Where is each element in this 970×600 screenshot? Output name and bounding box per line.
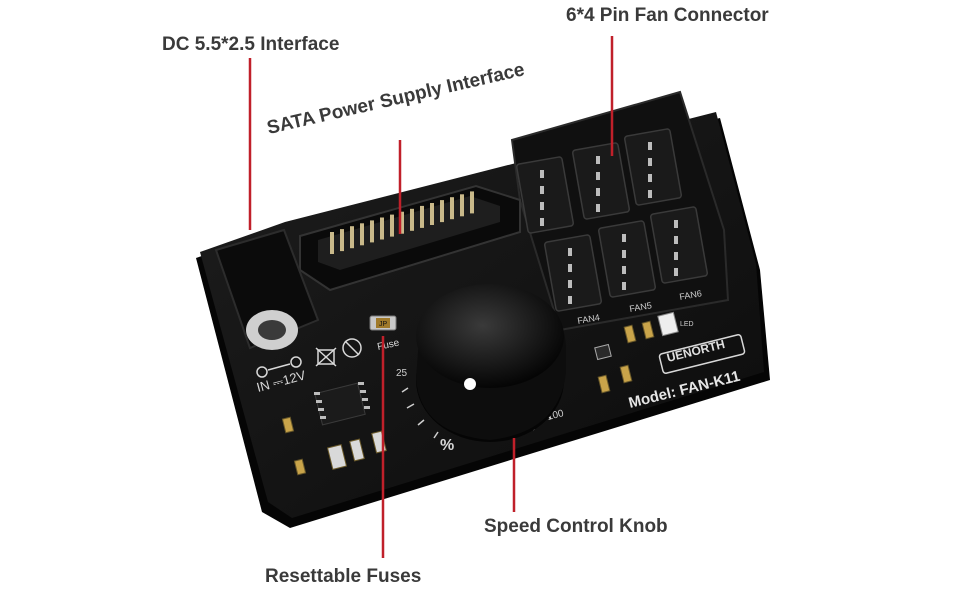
smd-components (281, 320, 655, 476)
led-component: LED (657, 311, 694, 337)
dial-unit-label: % (440, 437, 454, 454)
sata-connector (299, 184, 521, 292)
polarity-icon (256, 356, 302, 378)
sata-pin (370, 220, 374, 243)
speed-control-knob (416, 284, 566, 442)
led-label: LED (680, 321, 694, 328)
knob-indicator-dot (464, 378, 476, 390)
sata-pin (430, 203, 434, 225)
callout-fan-connector: 6*4 Pin Fan Connector (566, 5, 769, 26)
fan6-label: FAN6 (679, 288, 703, 302)
dial-min-label: 25 (396, 368, 408, 379)
sata-pin (360, 223, 364, 246)
ic-chip (314, 382, 370, 426)
sata-pin (380, 217, 384, 240)
sata-pin (330, 232, 334, 254)
sata-pin (390, 214, 394, 237)
sata-pin (440, 200, 444, 223)
sata-pin (420, 205, 424, 228)
pb-free-icon (342, 338, 362, 358)
recycle-mark-icon (315, 347, 337, 367)
callout-dc-interface: DC 5.5*2.5 Interface (162, 34, 340, 55)
callout-resettable-fuses: Resettable Fuses (265, 566, 422, 587)
fan4-label: FAN4 (577, 312, 601, 326)
callout-lines (248, 36, 614, 558)
jp-label: JP (379, 321, 388, 328)
sata-pin (460, 194, 464, 217)
sata-pin (340, 229, 344, 252)
sata-pin (350, 226, 354, 249)
sata-pin (450, 197, 454, 220)
dc-jack (214, 228, 320, 350)
sata-pin (410, 208, 414, 231)
fan5-label: FAN5 (629, 300, 653, 314)
sata-pin (400, 211, 404, 234)
sata-pin (470, 191, 474, 214)
callout-speed-knob: Speed Control Knob (484, 516, 668, 537)
